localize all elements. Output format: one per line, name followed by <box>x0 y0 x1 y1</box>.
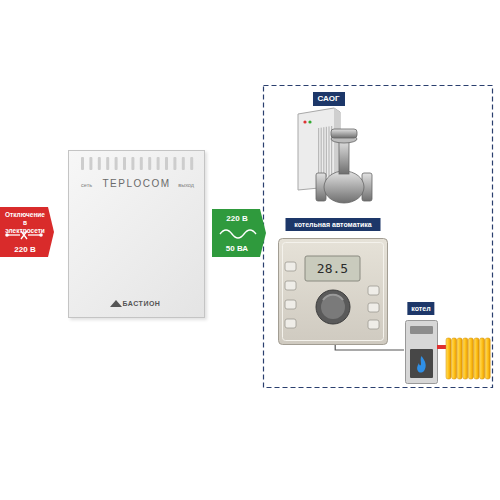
grille-slot <box>318 128 319 178</box>
vent-slot <box>89 157 92 170</box>
vent-slot <box>165 157 168 170</box>
device-heading: котел <box>407 302 434 315</box>
gas-valve-figure <box>316 129 372 203</box>
grille-slot <box>328 126 329 176</box>
controller-panel <box>279 239 388 345</box>
radiator-section <box>468 338 473 379</box>
control-button <box>285 319 296 328</box>
sensor-led <box>303 120 306 123</box>
sensor-led <box>308 120 311 123</box>
flame-icon <box>417 356 426 373</box>
tag-outline <box>0 207 54 257</box>
dashed-region <box>264 86 493 388</box>
sensor-grille <box>318 126 332 178</box>
tag-text: Отключение в электросети <box>3 211 47 235</box>
gas-alarm-unit: САОГ <box>291 90 366 208</box>
valve-stem <box>339 140 349 174</box>
temperature-readout: 28.5 <box>305 256 360 281</box>
voltage-label: 220 В <box>215 214 259 223</box>
input-label: сеть <box>81 182 92 189</box>
vent-slot <box>123 157 126 170</box>
control-button <box>285 300 296 309</box>
boiler-figure <box>406 321 491 384</box>
boiler-window <box>410 349 433 378</box>
boiler-display <box>410 326 433 334</box>
knob-highlight <box>323 295 343 300</box>
vent-slot <box>157 157 160 170</box>
radiator-section <box>452 338 457 379</box>
vent-slot <box>131 157 134 170</box>
panel-bevel <box>283 243 384 341</box>
radiator-section <box>485 338 490 379</box>
wire-icon <box>7 234 20 235</box>
valve-body <box>324 171 364 203</box>
grille-slot <box>321 128 322 178</box>
tag-outline <box>212 209 266 257</box>
vent-slot <box>81 157 84 170</box>
radiator-section <box>474 338 479 379</box>
output-power-tag: 220 В 50 ВА <box>212 209 266 257</box>
boiler: котел <box>404 300 438 385</box>
voltage-label: 220 В <box>3 245 47 254</box>
display-screen <box>305 256 360 281</box>
power-label: 50 ВА <box>215 244 259 253</box>
knob-center <box>321 295 345 319</box>
radiator-section <box>463 338 468 379</box>
grille-slot <box>323 127 324 177</box>
radiator-section <box>457 338 462 379</box>
output-label: выход <box>178 182 194 189</box>
device-heading: САОГ <box>312 92 344 106</box>
vent-slot <box>190 157 193 170</box>
device-decor <box>69 151 204 317</box>
manufacturer-logo: БАСТИОН <box>69 299 204 308</box>
ups-device: сетьTEPLOCOMвыходБАСТИОН <box>68 150 205 318</box>
control-button <box>368 286 379 295</box>
control-button <box>285 281 296 290</box>
power-outage-tag: Отключение в электросети 220 В <box>0 207 54 257</box>
control-button <box>368 320 379 329</box>
vent-slot <box>182 157 185 170</box>
vent-slot <box>115 157 118 170</box>
radiator-section <box>480 338 485 379</box>
vent-slot <box>106 157 109 170</box>
boiler-body <box>406 321 438 384</box>
vent-slot <box>140 157 143 170</box>
vent-slot <box>148 157 151 170</box>
valve-wheel <box>331 129 357 138</box>
logo-mark <box>110 300 122 307</box>
sine-wave-icon <box>220 230 256 238</box>
grille-slot <box>326 127 327 177</box>
radiator <box>446 338 490 379</box>
control-button <box>285 262 296 271</box>
control-button <box>368 303 379 312</box>
vent-slot <box>173 157 176 170</box>
device-heading: котельная автоматика <box>286 218 381 231</box>
controller-figure <box>279 239 388 345</box>
control-knob <box>316 290 350 324</box>
wire-icon <box>28 234 41 235</box>
radiator-section <box>446 338 451 379</box>
vent-slot <box>98 157 101 170</box>
boiler-automation: котельная автоматика 28.5 <box>278 217 388 345</box>
heating-pipe <box>437 345 447 349</box>
control-cable <box>335 345 404 350</box>
